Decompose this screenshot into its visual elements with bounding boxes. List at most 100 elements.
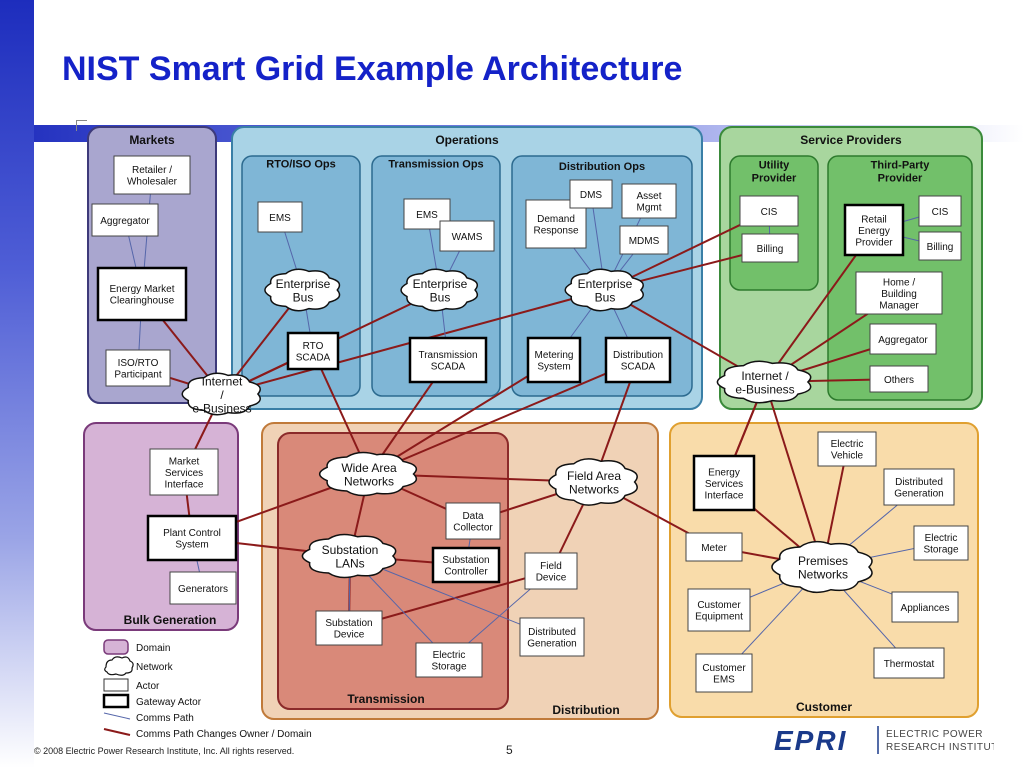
actor-label: Generators [178, 584, 228, 595]
network-cloud-shape [771, 540, 873, 594]
actor-label: CIS [932, 207, 949, 218]
epri-logo-line1: ELECTRIC POWER [886, 729, 983, 740]
actor-box [415, 642, 483, 678]
corner-mark [76, 120, 87, 131]
actor-box [843, 203, 905, 257]
epri-logo-mark: EPRI [774, 725, 847, 756]
actor-box [431, 546, 501, 584]
actor-aggregator-sp: Aggregator [869, 323, 937, 355]
page-number: 5 [506, 743, 513, 757]
network-label: Internet /e-Business [735, 369, 794, 397]
legend-owner-change-label: Comms Path Changes Owner / Domain [136, 729, 312, 740]
actor-label: CIS [761, 207, 778, 218]
actor-billing-util: Billing [741, 233, 799, 263]
network-cloud-shape [716, 360, 812, 404]
actor-box [817, 431, 877, 467]
actor-box [96, 266, 188, 322]
network-cloud-shape [548, 458, 638, 506]
domain-markets [87, 126, 217, 404]
actor-box [91, 203, 159, 237]
label-transmission: Transmission [347, 692, 424, 706]
label-operations: Operations [435, 133, 499, 147]
network-cloud-shape [564, 268, 644, 312]
actor-label: Aggregator [878, 335, 928, 346]
network-cloud-shape [301, 533, 397, 579]
actor-label: Aggregator [100, 216, 150, 227]
actor-box [918, 195, 962, 227]
actor-box [105, 349, 171, 387]
actor-label: Appliances [901, 603, 950, 614]
actor-meter: Meter [685, 532, 743, 562]
actor-box [524, 552, 578, 590]
legend-comms-path-swatch [103, 712, 131, 720]
actor-box [739, 195, 799, 227]
actor-box [149, 448, 219, 496]
actor-box [315, 610, 383, 646]
legend-gateway-label: Gateway Actor [136, 697, 202, 708]
epri-logo-line2: RESEARCH INSTITUTE [886, 742, 994, 753]
actor-label: Retailer /Wholesaler [127, 165, 178, 188]
epri-logo: EPRI ELECTRIC POWER RESEARCH INSTITUTE [774, 725, 994, 756]
network-cloud-shape [264, 268, 341, 312]
label-markets: Markets [129, 133, 175, 147]
actor-box [621, 183, 677, 219]
comms-path-substation_lans-dist_gen_d [349, 555, 553, 638]
legend-owner-change-swatch [103, 728, 131, 736]
side-accent-bar [0, 0, 34, 768]
network-internet-left: Internet/e-Business [181, 372, 261, 416]
actor-box [741, 233, 799, 263]
actor-box [146, 514, 238, 562]
actor-box [569, 179, 613, 209]
actor-box [869, 365, 929, 393]
actor-box [519, 617, 585, 657]
actor-billing-tp: Billing [918, 231, 962, 261]
owner-change-path-field_device-substation_dev [348, 570, 552, 629]
actor-label: Billing [927, 242, 954, 253]
actor-retailer: Retailer /Wholesaler [113, 155, 191, 195]
owner-change-path-wan-dist_scada [368, 359, 639, 475]
label-bulk-generation: Bulk Generation [124, 613, 217, 627]
actor-box [445, 502, 501, 540]
network-label: Internet/e-Business [192, 374, 251, 415]
actor-box [408, 336, 488, 384]
actor-label: Thermostat [884, 659, 935, 670]
